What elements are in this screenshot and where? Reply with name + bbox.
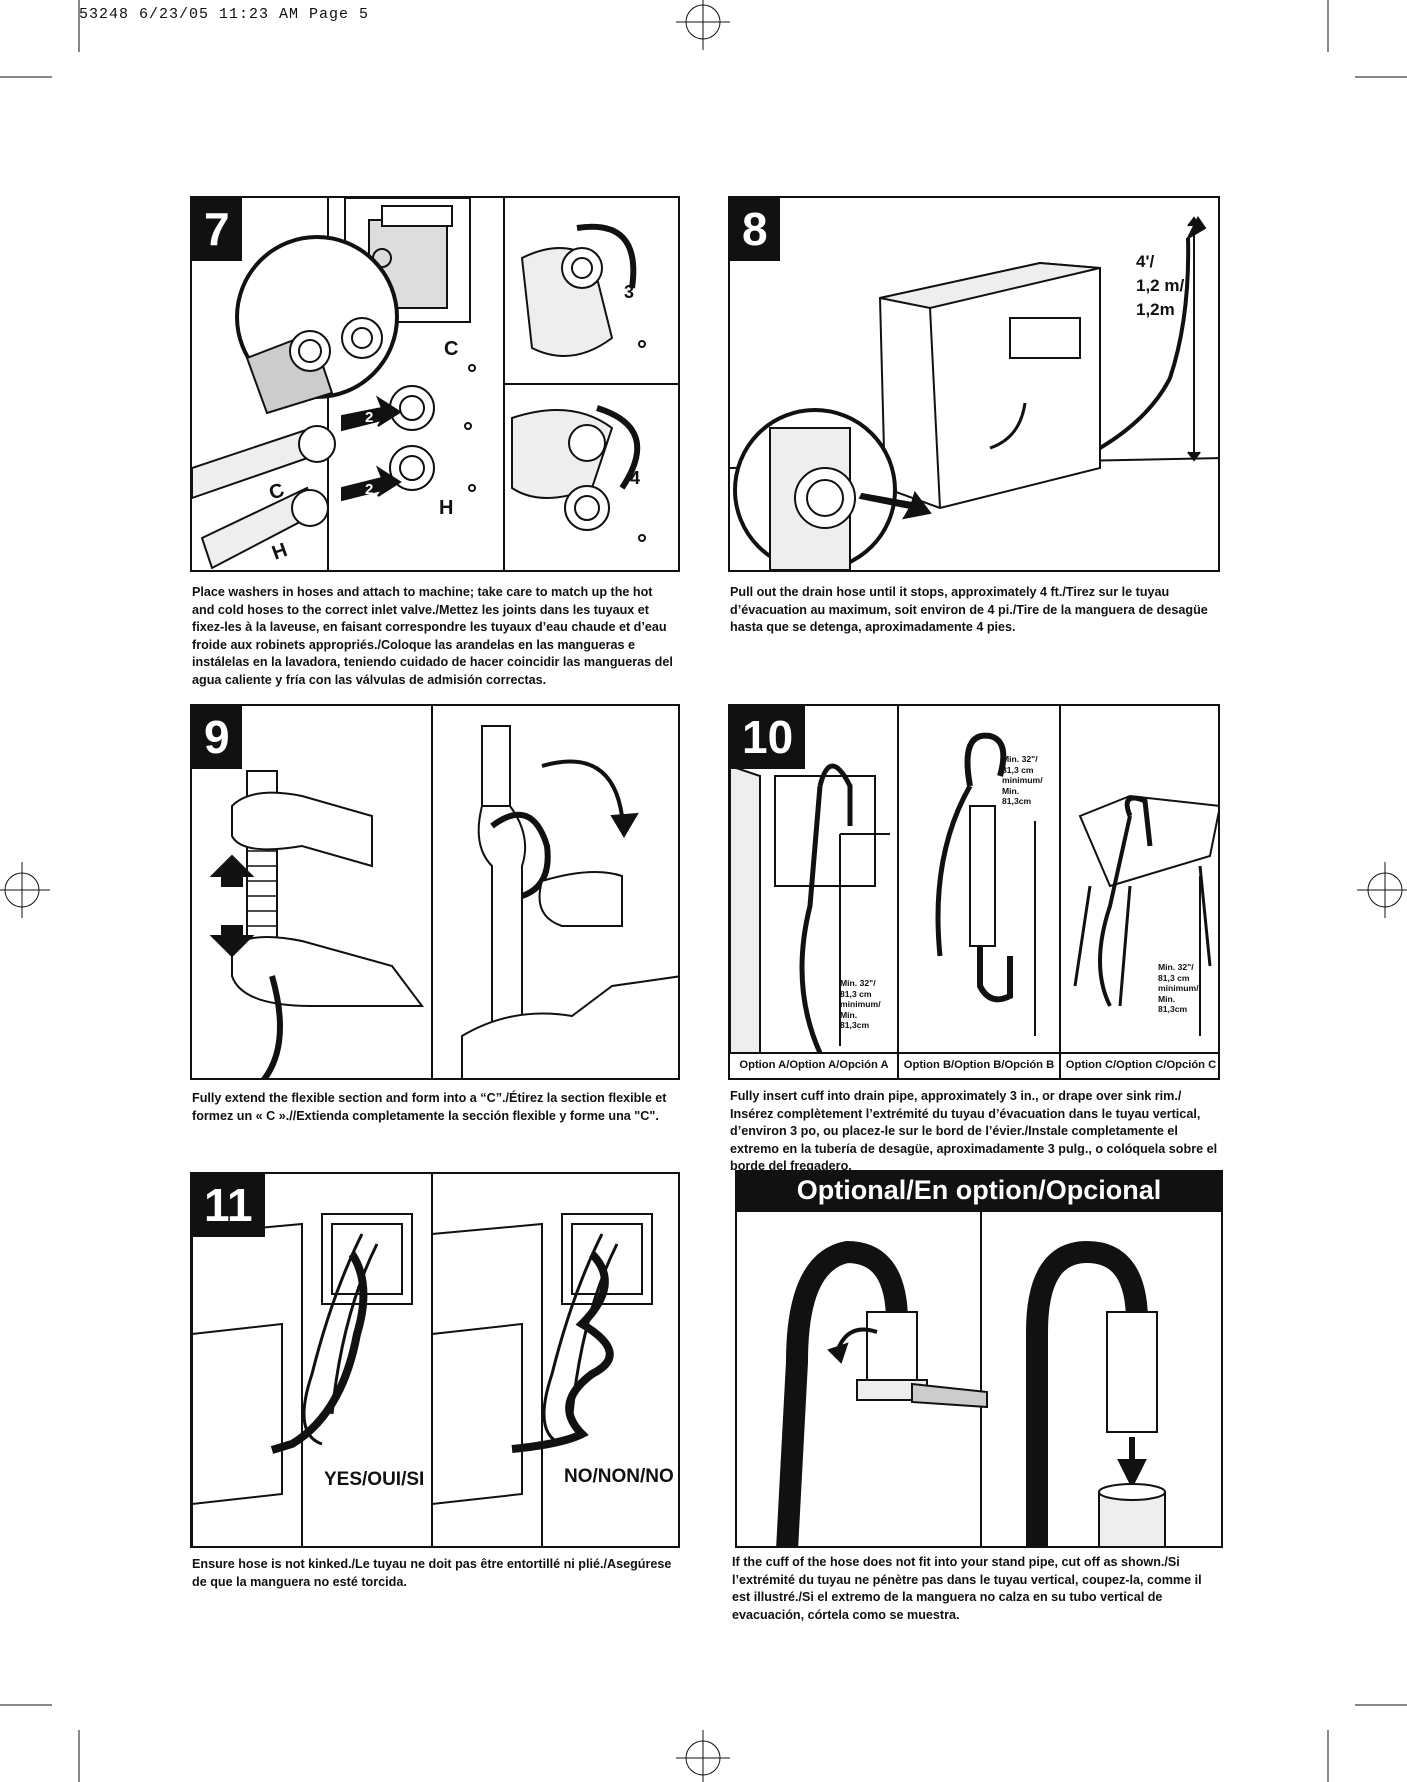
step-7-illustration: C H C H 1 3 4 2 2 [192,198,678,570]
step-8-illustration [730,216,1218,570]
step-10-illustration [730,706,1218,1078]
dim-line-2: 1,2 m/ [1136,276,1185,295]
print-header: 53248 6/23/05 11:23 AM Page 5 [79,6,370,23]
step-9-illustration [209,706,678,1078]
step-10-number: 10 [730,706,806,769]
option-a-label: Option A/Option A/Opción A [739,1059,889,1071]
optional-illustration [776,1212,1166,1546]
step-marker-3: 3 [624,282,634,302]
optional-banner: Optional/En option/Opcional [735,1170,1223,1210]
step-11-caption: Ensure hose is not kinked./Le tuyau ne d… [192,1557,672,1589]
step-marker-4: 4 [630,468,640,488]
option-b-label: Option B/Option B/Opción B [903,1059,1055,1071]
step-11-illustration [192,1174,653,1546]
option-a-min-label: Min. 32"/ 81,3 cm minimum/ Min. 81,3cm [840,978,881,1030]
step-10-panel: 10 Min. 32"/ 81,3 cm minimum/ Min. 81,3c… [728,704,1220,1080]
step-7-caption: Place washers in hoses and attach to mac… [192,585,673,687]
optional-caption: If the cuff of the hose does not fit int… [732,1555,1202,1622]
step-9-number: 9 [192,706,242,769]
step-7-panel: 7 [190,196,680,572]
step-9-caption: Fully extend the flexible section and fo… [192,1091,667,1123]
label-h-lower: H [269,539,290,565]
step-7-number: 7 [192,198,242,261]
step-8-number: 8 [730,198,780,261]
step-8-caption: Pull out the drain hose until it stops, … [730,585,1208,635]
yes-label: YES/OUI/SI [324,1469,425,1490]
option-b-min-label: Min. 32"/ 81,3 cm minimum/ Min. 81,3cm [1002,754,1043,806]
step-10-caption: Fully insert cuff into drain pipe, appro… [730,1089,1218,1174]
dim-line-3: 1,2m [1136,300,1175,319]
step-marker-1: 1 [257,302,267,322]
step-8-panel: 8 4'/ 1,2 m/ 1,2m [728,196,1220,572]
step-marker-2b: 2 [365,481,373,498]
optional-panel [735,1210,1223,1548]
step-9-panel: 9 [190,704,680,1080]
step-marker-2a: 2 [365,409,373,426]
label-c-upper: C [444,338,458,360]
label-h-upper: H [439,497,453,519]
step-11-number: 11 [192,1174,265,1237]
label-c-lower: C [266,479,287,505]
option-c-min-label: Min. 32"/ 81,3 cm minimum/ Min. 81,3cm [1158,962,1199,1014]
step-8-dimension: 4'/ 1,2 m/ 1,2m [1136,250,1184,322]
step-11-panel: 11 YES/OUI/SI NO/NON/NO [190,1172,680,1548]
dim-line-1: 4'/ [1136,252,1155,271]
option-c-label: Option C/Option C/Opción C [1065,1059,1217,1071]
no-label: NO/NON/NO [564,1466,674,1487]
